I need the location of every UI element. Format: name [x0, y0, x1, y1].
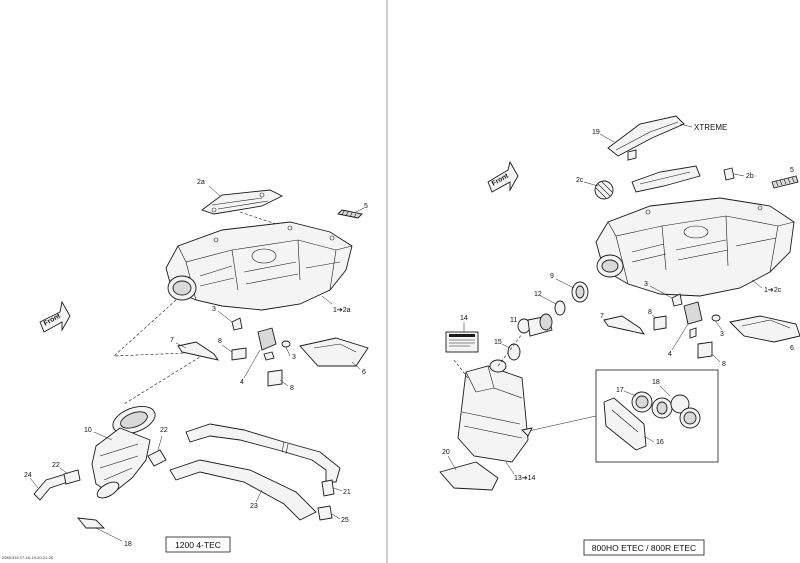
- connector-part: [63, 469, 81, 485]
- callout-20: 20: [442, 449, 450, 456]
- callout-22b: 22: [160, 427, 168, 434]
- callout-5-right: 5: [790, 167, 794, 174]
- callout-3b: 3: [292, 354, 296, 361]
- right-panel: Front 19 XTREME 2c 2b 5: [439, 115, 800, 556]
- clip-parts: [231, 317, 291, 387]
- front-arrow-icon: Front: [39, 300, 71, 333]
- callout-10: 10: [84, 427, 92, 434]
- left-caption-box: 1200 4-TEC: [165, 536, 231, 553]
- strip-right-part: [771, 175, 799, 189]
- callout-1-2c: 1➔2c: [764, 287, 782, 294]
- callout-18-right: 18: [652, 379, 660, 386]
- callout-24: 24: [24, 472, 32, 479]
- intake-part: [91, 405, 156, 499]
- callout-3a-right: 3: [644, 281, 648, 288]
- bracket-part: [177, 341, 219, 361]
- callout-21: 21: [343, 489, 351, 496]
- callout-2b: 2b: [746, 173, 754, 180]
- clip-parts-right: [653, 293, 721, 359]
- callout-14: 14: [460, 315, 468, 322]
- grille-part: [594, 180, 614, 200]
- footer-code: 20M1316 17-16-19-20-21-26: [2, 555, 54, 560]
- check-valve-part: [147, 449, 167, 467]
- right-caption-box: 800HO ETEC / 800R ETEC: [583, 539, 705, 556]
- plate-right-part: [729, 315, 800, 343]
- callout-8a-right: 8: [648, 309, 652, 316]
- plate-part: [299, 337, 369, 367]
- air-box-right-part: [595, 197, 795, 297]
- callout-13-14: 13➔14: [514, 475, 536, 482]
- callout-7-right: 7: [600, 313, 604, 320]
- seal-part: [571, 281, 589, 303]
- resonator-box-part: [457, 359, 529, 463]
- clamp-18-part: [76, 517, 106, 529]
- coupler-part: [517, 313, 553, 337]
- small-hose-part: [33, 473, 69, 501]
- callout-17: 17: [616, 387, 624, 394]
- callout-22a: 22: [52, 462, 60, 469]
- callout-8b: 8: [290, 385, 294, 392]
- bracket-right-part: [603, 315, 645, 335]
- ring-15-part: [507, 343, 521, 361]
- left-caption: 1200 4-TEC: [175, 540, 221, 550]
- clamp-25-part: [317, 505, 333, 521]
- callout-18: 18: [124, 541, 132, 548]
- callout-8b-right: 8: [722, 361, 726, 368]
- xtreme-label: XTREME: [694, 123, 727, 132]
- base-plate-part: [439, 461, 499, 491]
- knob-part: [723, 167, 735, 181]
- strip-part: [337, 209, 363, 219]
- lower-hose-part: [169, 459, 317, 521]
- right-caption: 800HO ETEC / 800R ETEC: [592, 543, 696, 553]
- callout-3b-right: 3: [720, 331, 724, 338]
- callout-9: 9: [550, 273, 554, 280]
- callout-19: 19: [592, 129, 600, 136]
- callout-3a: 3: [212, 306, 216, 313]
- callout-7: 7: [170, 337, 174, 344]
- callout-6-right: 6: [790, 345, 794, 352]
- callout-6: 6: [362, 369, 366, 376]
- top-cover-right-part: [631, 165, 701, 193]
- callout-16: 16: [656, 439, 664, 446]
- detail-box: [521, 369, 719, 463]
- callout-12: 12: [534, 291, 542, 298]
- front-arrow-icon-right: Front: [487, 160, 519, 193]
- callout-15: 15: [494, 339, 502, 346]
- callout-4: 4: [240, 379, 244, 386]
- warning-label-part: [445, 331, 479, 353]
- callout-25: 25: [341, 517, 349, 524]
- air-box-part: [165, 221, 353, 311]
- callout-23: 23: [250, 503, 258, 510]
- top-cover-part: [201, 189, 284, 215]
- left-panel: Front 2a 5: [24, 179, 369, 553]
- callout-2c: 2c: [576, 177, 584, 184]
- ring-part: [554, 300, 566, 316]
- callout-2a: 2a: [197, 179, 205, 186]
- callout-5: 5: [364, 203, 368, 210]
- callout-11: 11: [510, 317, 517, 324]
- callout-1-2a: 1➔2a: [333, 307, 351, 314]
- callout-4-right: 4: [668, 351, 672, 358]
- xtreme-cover-part: [607, 115, 685, 161]
- callout-8a: 8: [218, 338, 222, 345]
- hose-end-part: [321, 479, 335, 497]
